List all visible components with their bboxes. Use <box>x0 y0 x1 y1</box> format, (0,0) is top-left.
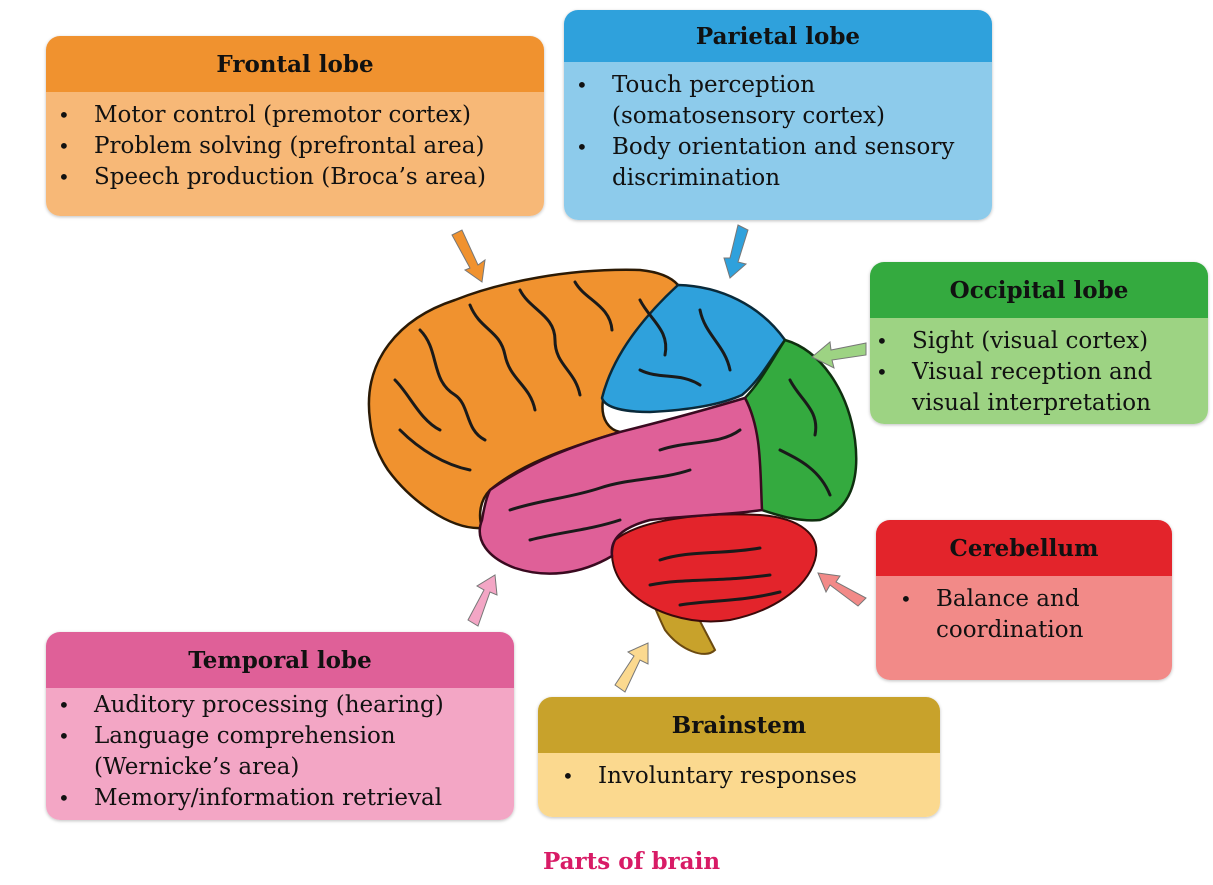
occipital-lobe-box: Occipital lobe Sight (visual cortex) Vis… <box>870 262 1208 424</box>
cerebellum-item: Balance and coordination <box>898 584 1158 646</box>
brainstem-list: Involuntary responses <box>538 753 940 817</box>
cerebellum-region <box>611 513 818 623</box>
cerebellum-arrow <box>817 572 867 607</box>
frontal-lobe-list: Motor control (premotor cortex) Problem … <box>46 92 544 216</box>
parietal-lobe-title: Parietal lobe <box>564 10 992 62</box>
frontal-arrow <box>451 229 486 283</box>
parietal-item: Touch perception (somatosensory cortex) <box>574 70 978 132</box>
temporal-arrow <box>467 574 498 627</box>
temporal-lobe-region <box>478 396 764 575</box>
cerebellum-list: Balance and coordination <box>876 576 1172 680</box>
frontal-item: Speech production (Broca’s area) <box>56 162 530 193</box>
brainstem-title: Brainstem <box>538 697 940 753</box>
temporal-lobe-title: Temporal lobe <box>46 632 514 688</box>
occipital-arrow <box>811 341 867 369</box>
temporal-lobe-list: Auditory processing (hearing) Language c… <box>46 688 514 820</box>
temporal-item: Memory/information retrieval <box>56 783 500 814</box>
occipital-item: Sight (visual cortex) <box>874 326 1202 357</box>
brainstem-item: Involuntary responses <box>560 761 926 792</box>
parietal-lobe-list: Touch perception (somatosensory cortex) … <box>564 62 992 220</box>
figure-caption: Parts of brain <box>542 848 721 875</box>
occipital-item: Visual reception and visual interpretati… <box>874 357 1202 419</box>
parietal-lobe-region <box>600 283 787 414</box>
frontal-lobe-box: Frontal lobe Motor control (premotor cor… <box>46 36 544 216</box>
frontal-item: Motor control (premotor cortex) <box>56 100 530 131</box>
parietal-item: Body orientation and sensory discriminat… <box>574 132 978 194</box>
parietal-lobe-box: Parietal lobe Touch perception (somatose… <box>564 10 992 220</box>
cerebellum-box: Cerebellum Balance and coordination <box>876 520 1172 680</box>
temporal-lobe-box: Temporal lobe Auditory processing (heari… <box>46 632 514 820</box>
occipital-lobe-list: Sight (visual cortex) Visual reception a… <box>870 318 1208 424</box>
occipital-lobe-title: Occipital lobe <box>870 262 1208 318</box>
brainstem-arrow <box>614 642 649 693</box>
brainstem-box: Brainstem Involuntary responses <box>538 697 940 817</box>
temporal-item: Auditory processing (hearing) <box>56 690 500 721</box>
cerebellum-title: Cerebellum <box>876 520 1172 576</box>
frontal-item: Problem solving (prefrontal area) <box>56 131 530 162</box>
parietal-arrow <box>723 224 749 279</box>
frontal-lobe-title: Frontal lobe <box>46 36 544 92</box>
temporal-item: Language comprehension (Wernicke’s area) <box>56 721 500 783</box>
